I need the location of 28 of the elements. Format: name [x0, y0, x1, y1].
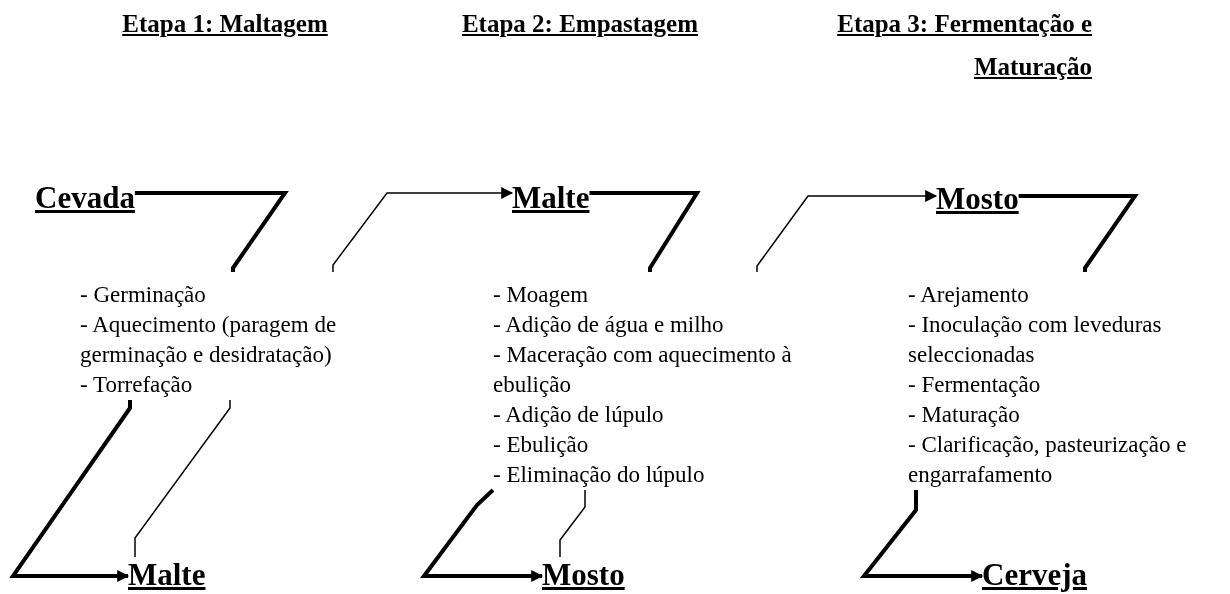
process-step: - Adição de água e milho [493, 310, 838, 340]
process-step: - Adição de lúpulo [493, 400, 838, 430]
product-label: Cerveja [982, 557, 1087, 593]
process-step: - Moagem [493, 280, 838, 310]
product-label: Malte [128, 557, 206, 593]
product-label: Mosto [936, 181, 1019, 217]
product-label: Malte [512, 180, 590, 216]
process-step: - Fermentação [908, 370, 1226, 400]
stage-heading: Etapa 2: Empastagem [460, 9, 700, 39]
process-step: - Torrefação [80, 370, 390, 400]
arrow [756, 190, 938, 273]
process-step: - Maceração com aquecimento à ebulição [493, 340, 838, 400]
process-step: - Inoculação com leveduras seleccionadas [908, 310, 1226, 370]
process-step: - Ebulição [493, 430, 838, 460]
process-step: - Eliminação do lúpulo [493, 460, 838, 490]
arrow [859, 490, 984, 582]
process-step: - Clarificação, pasteurização e engarrafamento [908, 430, 1226, 490]
process-step: - Germinação [80, 280, 390, 310]
arrow [420, 488, 544, 582]
process-step: - Maturação [908, 400, 1226, 430]
process-step: - Arejamento [908, 280, 1226, 310]
arrow [9, 400, 132, 582]
product-label: Mosto [542, 557, 625, 593]
stage-heading: Etapa 3: Fermentação e Maturação [836, 9, 1092, 82]
process-step: - Aquecimento (paragem de germinação e desidratação) [80, 310, 390, 370]
stage-heading: Etapa 1: Maltagem [121, 9, 329, 39]
product-label: Cevada [35, 180, 135, 216]
arrow [332, 187, 514, 273]
